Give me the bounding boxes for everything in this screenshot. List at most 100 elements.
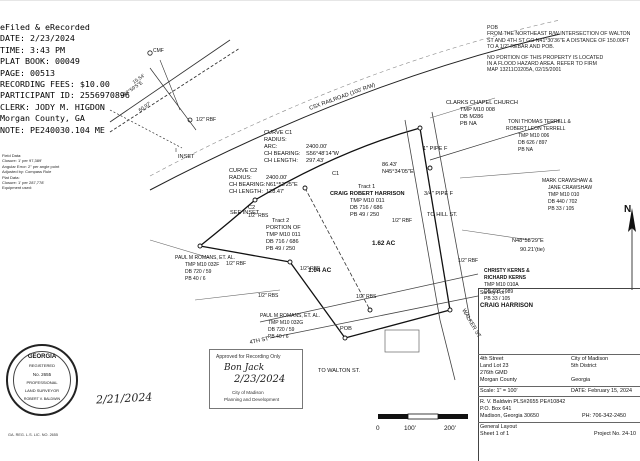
rec-line-9: NOTE: PE240030.104 ME [0,124,105,135]
c1-mark: C1 [332,171,339,177]
tract1-line-3: DB 716 / 686 [350,205,383,211]
scale-text: Scale: 1" = 100' [480,388,518,394]
to-walton-label: TO WALTON ST. [318,368,361,374]
adjoiner-romans-2: PAUL M ROMANS, ET. AL. TMP M10 032G DB 7… [260,313,320,340]
pob-line-1: FROM THE NORTHEAST R/W INTERSECTION OF W… [487,31,631,38]
field-line-6: Closure: 1' per 287,778' [2,180,45,186]
c2-label-1: RADIUS: [229,175,252,181]
romans1-line-1: TMP M10 032F [185,262,219,268]
cmf-marker [147,50,153,56]
crawshaw-line-2: TMP M10 010 [548,192,580,198]
rec-line-6: PARTICIPANT ID: 2556970896 [0,90,130,101]
c1-label-4: CH LENGTH: [264,158,298,164]
tract-2-label: Tract 2 PORTION OF TMP M10 011 DB 716 / … [266,218,332,274]
tract2-line-4: PB 49 / 250 [266,246,295,252]
c1-label-0: CURVE C1 [264,130,292,136]
rec-line-1: DATE: 2/23/2024 [0,33,75,44]
flood-line-2: MAP 13211C0205A, 02/15/2001 [487,67,562,74]
adjoiner-romans-1: PAUL M ROMANS, ET. AL. TMP M10 032F DB 7… [175,255,235,282]
tract1-area: 1.62 AC [372,240,396,247]
project-no: Project No. 24-10 [594,431,636,437]
scale-200: 200' [444,425,456,432]
rec-line-7: CLERK: JODY M. HIGDON [0,101,105,112]
curve-c2-line [199,199,256,247]
survey-for-label: Survey For: [480,290,506,296]
terrell-line-3: DB 626 / 897 [518,140,547,146]
scale-0: 0 [376,425,380,432]
c2-label-3: CH LENGTH: [229,189,263,195]
pipe-34-label: 3/4" PIPE F [424,191,454,197]
field-line-3: Adjusted by: Compass Rule [2,169,52,175]
c2-radius: 2400.00' [266,175,287,181]
west-line-lower [289,261,346,339]
tract-divider [304,187,371,311]
small-legend-box [384,329,420,353]
rbf-label-2: 1/2" RBF [226,261,246,267]
loc-right-0: City of Madison [571,356,609,362]
adjoiner-kerns: CHRISTY KERNS & RICHARD KERNS TMP M10 01… [484,268,530,302]
rec-line-4: PAGE: 00513 [0,67,55,78]
romans2-line-1: TMP M10 032G [268,320,303,326]
kerns-line-1: RICHARD KERNS [484,275,527,281]
footer-license: GA. REG. L.S. LIC. NO. 2655 [8,433,59,437]
kerns-line-3: DB 697 / 989 [484,289,513,295]
monuments [197,125,453,341]
tb-divider-3 [478,396,640,397]
seal-name: ROBERT V. BALDWIN [23,397,61,401]
tract1-line-0: Tract 1 [358,184,375,190]
tract2-area: 1.04 AC [308,267,332,274]
tract1-line-4: PB 49 / 250 [350,212,379,218]
romans2-line-2: DB 720 / 59 [268,327,295,333]
rbf-label-1: 1/2" RBF [392,218,412,224]
terrell-line-1: ROBERT LEON TERRELL [506,126,566,132]
rec-line-0: eFiled & eRecorded [0,22,90,32]
inset-map [109,39,241,152]
tie-bearing-label: N48°58'29"E [512,238,544,244]
church-line-2: DB M286 [460,114,483,120]
field-line-7: Equipment used: [2,185,33,191]
c2-mark: C2 [248,205,255,211]
field-line-5: Plat Data: [2,174,20,180]
dist-c-label: 86.43' [382,162,397,168]
seal-prof: PROFESSIONAL [26,380,58,385]
approval-signature: Bon Jack [224,363,265,373]
rec-line-3: PLAT BOOK: 00049 [0,56,80,67]
curve-c1-line [254,127,421,201]
loc-left-3: Morgan County [480,377,517,383]
pob-note: POB FROM THE NORTHEAST R/W INTERSECTION … [487,25,640,74]
rbf-marker [187,117,193,123]
inset-rbf-label: 1/2" RBF [196,117,216,123]
north-label: N [624,204,631,215]
romans2-line-0: PAUL M ROMANS, ET. AL. [260,313,320,319]
south-line [344,309,451,339]
loc-left-0: 4th Street [480,356,504,362]
field-data-notes: Field Data: Closure: 1' per 97,389' Angu… [2,153,59,191]
rec-line-5: RECORDING FEES: $10.00 [0,79,110,90]
pob-line-3: TO A 1/2" REBAR AND POB. [487,44,555,51]
walker-street [404,111,471,381]
to-hill-label: TO HILL ST. [427,212,458,218]
rec-line-2: TIME: 3:43 PM [0,44,65,55]
tb-divider-2 [478,386,640,387]
loc-right-3: Georgia [571,377,591,383]
crawshaw-line-4: PB 33 / 105 [548,206,574,212]
north-arrow-icon [628,208,636,290]
curve-c1-table: CURVE C1 RADIUS: ARC: CH BEARING: CH LEN… [264,130,340,164]
loc-left-2: 276th GMD [480,370,508,376]
seal-land: LAND SURVEYOR [24,388,60,393]
inset-cmf-label: CMF [153,48,164,54]
tract2-line-3: DB 716 / 686 [266,239,299,245]
terrell-line-0: TONI THOMAS TERRELL & [508,119,572,125]
approval-stamp: Approved for Recording Only Bon Jack 2/2… [209,349,303,409]
title-block [478,288,640,461]
pob-line-0: POB [487,25,498,31]
survey-client: CRAIG HARRISON [480,303,534,309]
flood-line-0: NO PORTION OF THIS PROPERTY IS LOCATED [487,54,604,61]
surveyor-seal: GEORGIA REGISTERED No. 2655 PROFESSIONAL… [6,344,78,416]
adjoiner-church: CLARKS CHAPEL CHURCH TMP M10 008 DB M286… [446,100,518,127]
romans2-line-3: PB 40 / 6 [268,334,289,340]
church-line-3: PB NA [460,121,477,127]
tb-divider-4 [478,422,640,423]
west-line-upper [199,245,291,263]
